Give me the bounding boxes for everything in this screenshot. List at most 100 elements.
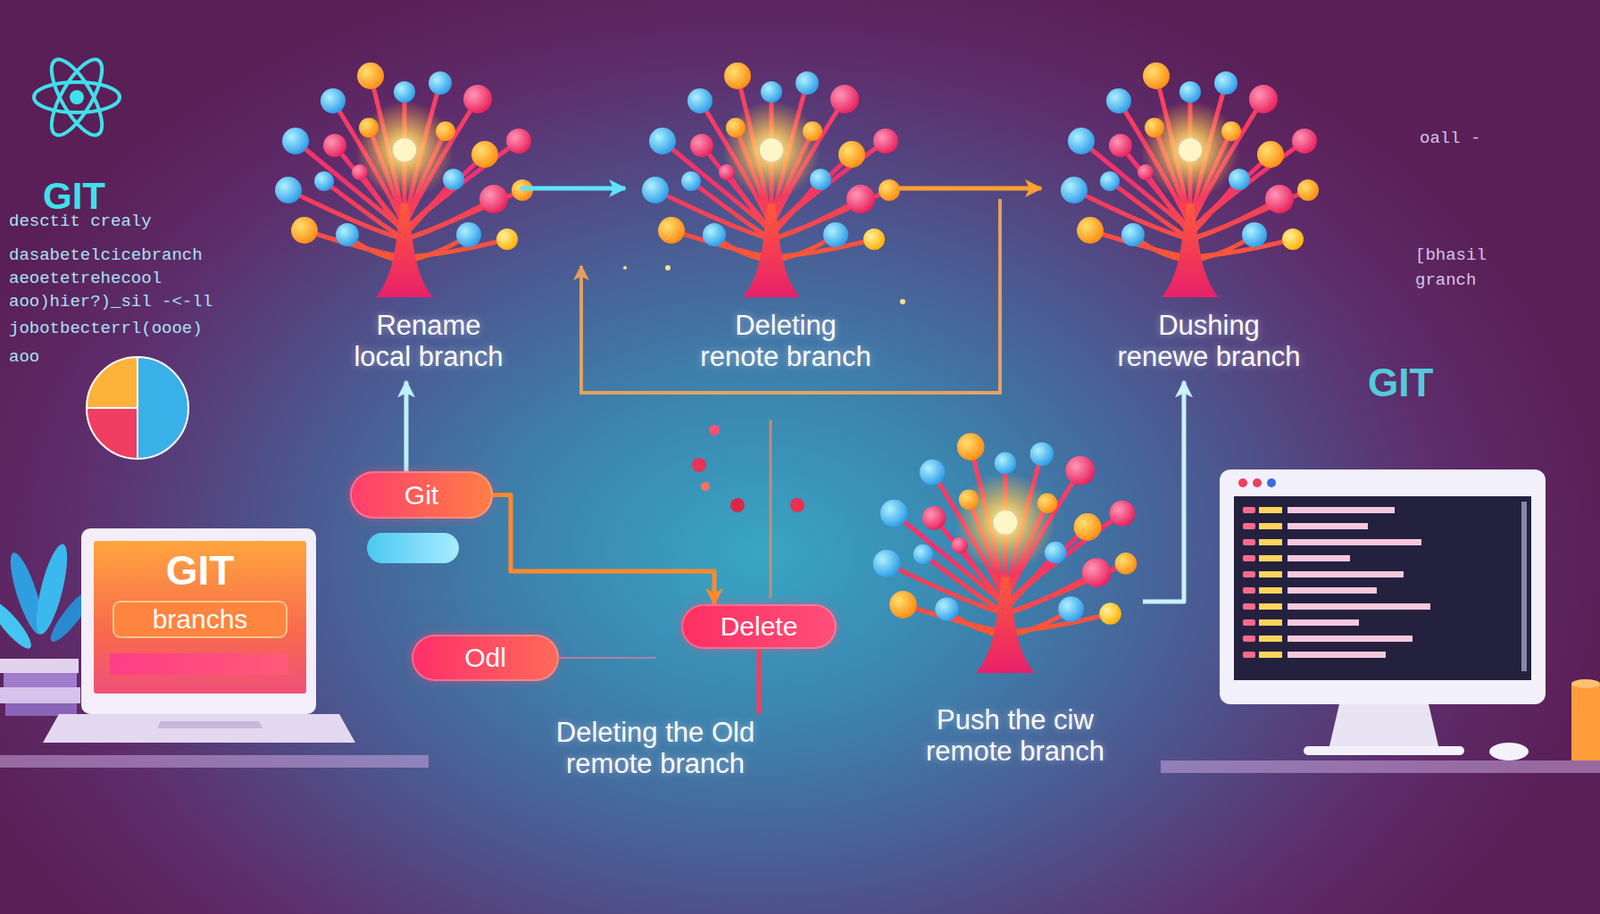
code-lines bbox=[1258, 523, 1283, 530]
command-pill: Git bbox=[350, 471, 493, 519]
decor-lines bbox=[558, 657, 657, 659]
step-node: Rename local branch bbox=[267, 56, 521, 382]
code-text: aoo bbox=[8, 348, 40, 368]
command-label: Delete bbox=[720, 613, 799, 641]
code-lines bbox=[1287, 555, 1350, 562]
pie-chart-icon bbox=[86, 357, 138, 409]
code-lines bbox=[1242, 555, 1256, 562]
monitor bbox=[1219, 469, 1546, 705]
plant-and-books bbox=[0, 658, 79, 674]
step-label: Rename local branch bbox=[349, 310, 509, 373]
code-lines bbox=[1242, 635, 1256, 642]
step-label: Deleting renote branch bbox=[696, 310, 875, 373]
screen-text: branchs bbox=[112, 600, 288, 639]
step-label: Push the ciw remote branch bbox=[921, 705, 1109, 767]
code-lines bbox=[1242, 651, 1256, 659]
screen-text: GIT bbox=[93, 548, 307, 594]
code-lines bbox=[1258, 571, 1283, 578]
monitor bbox=[1219, 469, 1600, 761]
monitor bbox=[1328, 704, 1440, 750]
atom-logo bbox=[33, 52, 120, 142]
code-lines bbox=[1242, 523, 1256, 530]
blank-pill bbox=[366, 533, 459, 564]
flow-arrow bbox=[757, 649, 762, 715]
plant-and-books bbox=[0, 596, 37, 654]
scattered-dots bbox=[623, 266, 627, 270]
pie-chart-icon bbox=[137, 357, 189, 459]
code-text: oall - bbox=[1419, 129, 1481, 150]
flow-arrow bbox=[404, 381, 409, 472]
code-lines bbox=[1287, 635, 1413, 642]
monitor bbox=[1266, 478, 1276, 488]
code-lines bbox=[1242, 507, 1431, 659]
laptop bbox=[42, 528, 356, 743]
flow-arrow bbox=[520, 186, 625, 192]
desk bbox=[0, 755, 429, 768]
branch-tree bbox=[275, 62, 534, 298]
code-text: aoo)hier?)_sil -<-ll bbox=[8, 292, 213, 313]
branch-tree bbox=[1060, 62, 1319, 298]
step-node: Push the ciw remote branch bbox=[866, 426, 1143, 776]
monitor bbox=[1489, 742, 1529, 761]
code-lines bbox=[1287, 619, 1359, 626]
code-lines bbox=[1287, 651, 1386, 659]
code-lines bbox=[1258, 635, 1283, 642]
plant-and-books bbox=[3, 673, 77, 688]
command-label: Odl bbox=[464, 644, 507, 672]
code-lines bbox=[1242, 571, 1256, 578]
scattered-dots bbox=[708, 425, 720, 436]
scattered-dots bbox=[623, 265, 906, 513]
decor-lines bbox=[558, 199, 1000, 659]
code-text: jobotbecterrl(oooe) bbox=[8, 319, 203, 340]
code-text: aeoetetrehecool bbox=[8, 269, 162, 290]
code-lines bbox=[1258, 507, 1283, 514]
flow-arrow bbox=[898, 186, 1042, 192]
desk bbox=[1160, 760, 1600, 774]
logo-text: GIT bbox=[1367, 360, 1434, 407]
decor-lines bbox=[769, 419, 773, 599]
code-lines bbox=[1258, 555, 1283, 562]
code-lines bbox=[1258, 539, 1283, 546]
atom-logo bbox=[41, 52, 111, 142]
code-lines bbox=[1242, 507, 1256, 514]
monitor bbox=[1303, 746, 1465, 756]
flow-arrow bbox=[1142, 381, 1184, 602]
scattered-dots bbox=[900, 299, 906, 305]
step-label: Dushing renewe branch bbox=[1113, 310, 1305, 373]
monitor bbox=[1571, 679, 1600, 689]
step-node: Dushing renewe branch bbox=[1041, 56, 1336, 382]
atom-logo bbox=[69, 90, 84, 105]
step-label: Deleting the Old remote branch bbox=[552, 717, 759, 780]
atom-logo bbox=[33, 82, 120, 113]
code-lines bbox=[1287, 523, 1368, 530]
branch-tree bbox=[275, 62, 1319, 674]
code-text: dasabetelcicebranch bbox=[8, 246, 203, 267]
code-lines bbox=[1287, 603, 1431, 610]
plant-and-books bbox=[0, 687, 81, 704]
monitor bbox=[1521, 501, 1527, 672]
command-pill: Odl bbox=[411, 634, 559, 682]
code-lines bbox=[1287, 539, 1422, 546]
pie-chart-icon bbox=[86, 408, 138, 459]
command-pill: Delete bbox=[681, 604, 837, 650]
code-lines bbox=[1258, 587, 1283, 594]
code-lines bbox=[1242, 603, 1256, 610]
scattered-dots bbox=[700, 482, 710, 492]
monitor bbox=[1238, 478, 1248, 488]
code-lines bbox=[1242, 539, 1256, 546]
scattered-dots bbox=[665, 265, 671, 271]
code-text: granch bbox=[1415, 271, 1476, 292]
code-lines bbox=[1258, 603, 1283, 610]
code-lines bbox=[1258, 619, 1283, 626]
code-lines bbox=[1287, 571, 1404, 578]
scattered-dots bbox=[691, 458, 707, 473]
laptop bbox=[157, 721, 263, 729]
code-lines bbox=[1242, 587, 1256, 594]
connector-layer bbox=[406, 188, 1184, 715]
decor-lines bbox=[581, 199, 1000, 393]
laptop bbox=[42, 714, 356, 743]
